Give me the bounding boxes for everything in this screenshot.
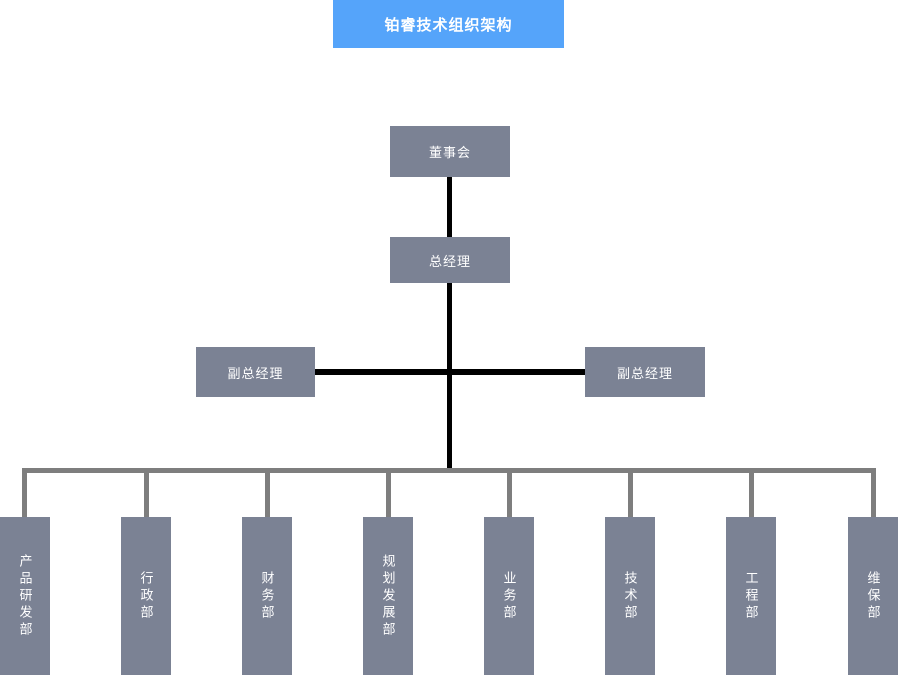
connector-gm-trunk <box>447 283 452 470</box>
connector-board-to-gm <box>447 177 452 237</box>
dept-administration: 行政部 <box>121 517 171 675</box>
dept-label: 规划发展部 <box>380 553 396 639</box>
connector-dept-stub <box>871 468 876 517</box>
node-label: 副总经理 <box>616 365 673 381</box>
connector-dept-stub <box>749 468 754 517</box>
dept-engineering: 工程部 <box>726 517 776 675</box>
connector-dept-stub <box>628 468 633 517</box>
node-deputy-general-manager-right: 副总经理 <box>585 347 705 397</box>
connector-dept-stub <box>22 468 27 517</box>
chart-title: 铂睿技术组织架构 <box>384 16 513 34</box>
connector-dept-stub <box>144 468 149 517</box>
node-label: 总经理 <box>428 253 471 269</box>
connector-dept-stub <box>386 468 391 517</box>
connector-deputies-crossbar <box>315 369 585 375</box>
dept-label: 产品研发部 <box>17 553 33 639</box>
chart-title-box: 铂睿技术组织架构 <box>333 0 564 48</box>
dept-product-rd: 产品研发部 <box>0 517 50 675</box>
dept-planning-development: 规划发展部 <box>363 517 413 675</box>
dept-finance: 财务部 <box>242 517 292 675</box>
dept-label: 技术部 <box>622 570 638 622</box>
connector-dept-stub <box>507 468 512 517</box>
dept-label: 行政部 <box>138 570 154 622</box>
connector-dept-stub <box>265 468 270 517</box>
dept-label: 财务部 <box>259 570 275 622</box>
dept-maintenance: 维保部 <box>848 517 898 675</box>
dept-label: 业务部 <box>501 570 517 622</box>
dept-technology: 技术部 <box>605 517 655 675</box>
node-board-of-directors: 董事会 <box>390 126 510 177</box>
node-general-manager: 总经理 <box>390 237 510 283</box>
dept-business: 业务部 <box>484 517 534 675</box>
connector-departments-rail <box>22 468 876 473</box>
node-label: 董事会 <box>428 145 471 160</box>
node-label: 副总经理 <box>227 365 284 381</box>
node-deputy-general-manager-left: 副总经理 <box>196 347 315 397</box>
dept-label: 工程部 <box>743 570 759 622</box>
dept-label: 维保部 <box>865 570 881 622</box>
